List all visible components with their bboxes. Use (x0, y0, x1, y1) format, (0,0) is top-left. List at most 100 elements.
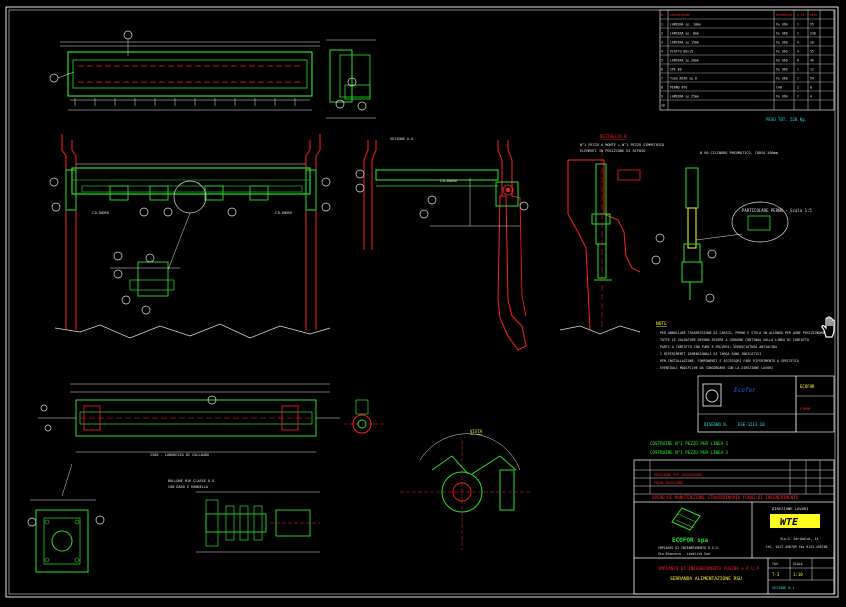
svg-text:CILINDRO: CILINDRO (440, 179, 457, 183)
bom-cell-weight: 46 (810, 59, 814, 63)
bom-cell-weight: 20 (810, 41, 814, 45)
lever-view: VISTA (400, 429, 530, 550)
drawing-title-1: IMPIANTO DI INCENERIMENTO FUSINA e R.U.P… (658, 566, 761, 571)
bom-header-cell: MATERIALE (776, 13, 792, 17)
bom-cell-desc: LAMIERA sp.25mm (670, 95, 699, 99)
notes-title: NOTE (656, 321, 667, 327)
detail-b-view: DETTAGLIO B N°1 PEZZO A MONTE + N°1 PEZZ… (559, 134, 664, 335)
bom-cell-pos: 6 (661, 68, 663, 72)
company-sub-2: Via Brennero - Località Sud (658, 552, 710, 556)
bom-header-cell: PESO (810, 13, 817, 17)
scala-label: SCALA (793, 562, 803, 566)
bom-cell-mat: Fe 360 (776, 68, 788, 72)
side-view-top (326, 39, 376, 119)
bom-cell-qty: 1 (797, 77, 799, 81)
svg-text:CILINDRO: CILINDRO (92, 211, 109, 215)
bom-cell-weight: 95 (810, 23, 814, 27)
svg-text:2300 - LUNGHEZZA DI COLLAUDO: 2300 - LUNGHEZZA DI COLLAUDO (150, 453, 209, 457)
beam-plan-view: 2300 - LUNGHEZZA DI COLLAUDO (38, 383, 340, 457)
scala-value: 1:10 (793, 572, 803, 577)
vista-title: VISTA (470, 429, 483, 434)
flange-view (27, 463, 105, 573)
hand-cursor-icon (821, 316, 835, 338)
svg-text:PRIMA EMISSIONE: PRIMA EMISSIONE (654, 481, 683, 485)
bom-header-cell: DESCRIZIONE (670, 13, 690, 17)
bom-cell-qty: 4 (797, 50, 799, 54)
svg-text:BULLONE M16 CLASSE 8.8: BULLONE M16 CLASSE 8.8 (168, 479, 214, 483)
bom-cell-desc: IPE 80 (670, 68, 682, 72)
svg-text:CON DADO E RONDELLA: CON DADO E RONDELLA (168, 485, 209, 489)
note-line: - I RIFERIMENTI DIMENSIONALI DI TARGA SO… (656, 352, 761, 356)
bom-header-cell: N (661, 13, 663, 17)
tav-label: TAV. (772, 562, 780, 566)
company-sub-1: IMPIANTO DI INCENERIMENTO R.S.U. (658, 546, 719, 550)
hinge-assembly: BULLONE M16 CLASSE 8.8 CON DADO E RONDEL… (168, 479, 320, 553)
bom-cell-desc: Tubo Ø140 sp.8 (670, 76, 697, 81)
bom-cell-weight: 54 (810, 77, 814, 81)
bottom-code: SEZIONE N.1 (772, 586, 794, 590)
bom-cell-qty: 2 (797, 86, 799, 90)
front-elevation: CILINDRO CILINDRO (49, 134, 331, 339)
sheet-border (5, 6, 839, 598)
bom-cell-weight: 230 (810, 32, 816, 36)
note-line: - TUTTE LE SALDATURE DEVONO ESSERE A COR… (656, 338, 809, 342)
bom-cell-pos: 1 (661, 23, 663, 27)
bom-cell-weight: 4 (810, 95, 812, 99)
note-line: - PARTI A CONTATTO CON FUMI E POLVERI: V… (656, 345, 777, 349)
bom-cell-mat: Fe 360 (776, 95, 788, 99)
cylinder-detail: Ø 80 CILINDRO PNEUMATICO, CORSA 500mm PA… (651, 150, 812, 303)
bom-cell-desc: LAMIERA sp. 8mm (670, 32, 699, 36)
bom-cell-qty: 1 (797, 68, 799, 72)
bom-cell-desc: LAMIERA sp.15mm (670, 41, 699, 45)
bom-cell-desc: LAMIERA sp. 10mm (670, 23, 701, 27)
bom-cell-desc: PERNO Ø70 (670, 85, 687, 90)
construct-notes: COSTRUIRE N°1 PEZZO PER LINEA 1 COSTRUIR… (650, 441, 729, 455)
bom-header-cell: Q.TA' (797, 13, 806, 17)
bom-cell-mat: C40 (776, 86, 782, 90)
direzione-label: DIREZIONE LAVORI (772, 506, 809, 511)
wte-logo: WTE (780, 517, 799, 528)
bom-cell-pos: 5 (661, 59, 663, 63)
bom-cell-weight: 8 (810, 86, 812, 90)
company-name: ECOFOR spa (672, 537, 709, 544)
company-mini: ECOFOR (800, 384, 815, 389)
bom-cell-pos: 3 (661, 41, 663, 45)
bom-cell-desc: PIATTO 80x15 (670, 50, 693, 54)
bom-cell-desc: LAMIERA sp.20mm (670, 59, 699, 63)
bom-cell-pos: 2 (661, 32, 663, 36)
bom-cell-weight: 55 (810, 50, 814, 54)
firm-label: FIRMA (800, 407, 811, 411)
bom-cell-mat: Fe 360 (776, 59, 788, 63)
svg-text:REVISIONE PER COSTRUZIONE: REVISIONE PER COSTRUZIONE (654, 473, 702, 477)
bom-cell-pos: 4 (661, 50, 663, 54)
bom-cell-pos: 7 (661, 77, 663, 81)
bom-cell-pos: 10 (661, 104, 665, 108)
svg-text:CILINDRO: CILINDRO (275, 211, 292, 215)
logo-box: Ecofor DISEGNO N. ESE-3213-10 ECOFOR FIR… (697, 375, 835, 433)
plan-view-top (49, 30, 320, 111)
title-block: REVISIONE PER COSTRUZIONE PRIMA EMISSION… (633, 459, 835, 595)
section-note-1: N°1 PEZZO A MONTE + N°1 PEZZO SIMMETRICO (580, 143, 664, 147)
note-line: - PER INSTALLAZIONE, COMPONENTI E ACCESS… (656, 359, 799, 363)
bom-cell-mat: Fe 360 (776, 41, 788, 45)
bom-cell-qty: 2 (797, 95, 799, 99)
note-line: - PER ANNULLARE TRASMISSIONE DI CARICO, … (656, 331, 831, 335)
bom-cell-pos: 8 (661, 86, 663, 90)
bom-cell-mat: Fe 360 (776, 32, 788, 36)
bom-cell-mat: Fe 360 (776, 23, 788, 27)
bom-cell-qty: 4 (797, 41, 799, 45)
bom-cell-qty: 6 (797, 59, 799, 63)
stamp-value: ESE-3213-10 (738, 422, 765, 427)
bom-cell-mat: Fe 360 (776, 50, 788, 54)
bom-total: PESO TOT. 520 Kg. (766, 117, 807, 122)
detail-pin-title: PARTICOLARE PERNO - Scala 1:5 (742, 208, 812, 213)
section-view: CILINDRO (355, 140, 529, 351)
detail-b-title: DETTAGLIO B (600, 134, 627, 139)
bom-cell-weight: 12 (810, 68, 814, 72)
tav-value: T-3 (772, 572, 780, 577)
svg-text:Ecofor: Ecofor (734, 387, 756, 394)
note-line: - EVENTUALI MODIFICHE DA CONCORDARE CON … (656, 366, 773, 370)
section-note-2: ELEMENTI IN POSIZIONE DI RIPOSO (580, 149, 645, 153)
